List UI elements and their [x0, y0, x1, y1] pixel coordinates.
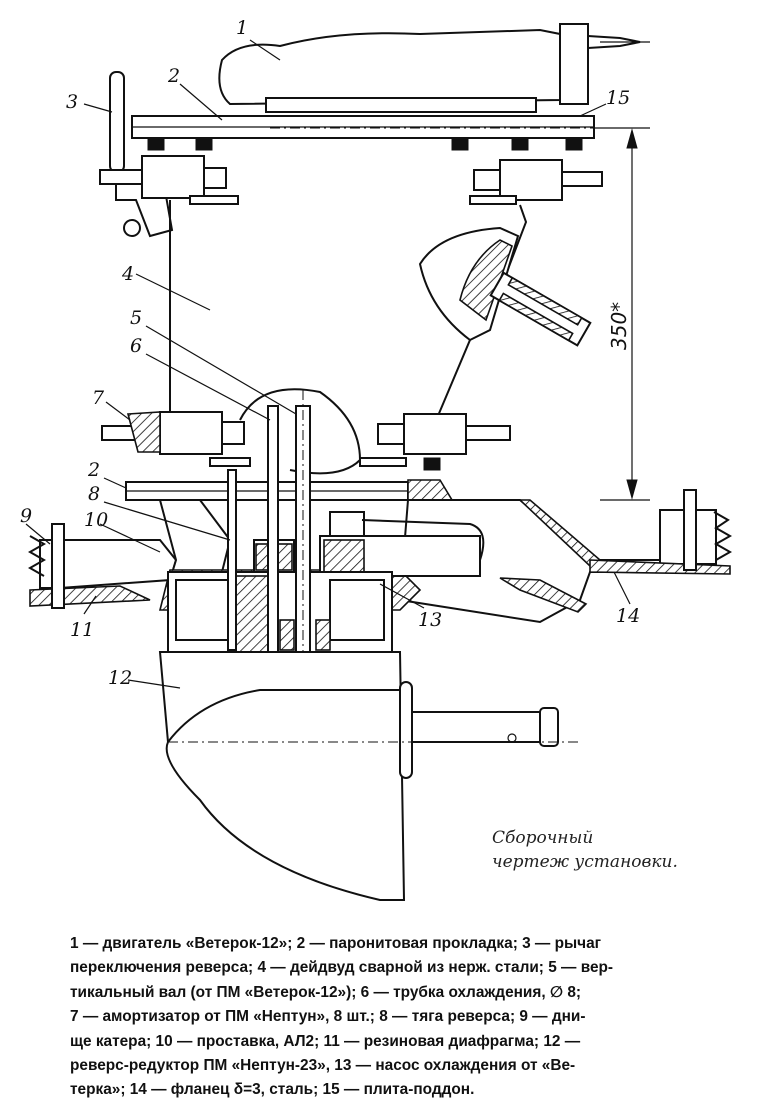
part-label-8: 8 — [88, 483, 100, 505]
part-label-2-top: 2 — [167, 65, 180, 87]
part-label-5: 5 — [130, 307, 142, 329]
part-label-10: 10 — [84, 509, 108, 531]
legend-line: терка»; 14 — фланец δ=3, сталь; 15 — пли… — [70, 1081, 475, 1099]
part-labels: 1 2 3 15 4 5 6 7 2 8 9 10 11 13 14 12 35… — [20, 17, 640, 689]
part-label-11: 11 — [70, 619, 94, 641]
part-label-9: 9 — [20, 505, 32, 527]
vertical-shaft — [227, 390, 311, 660]
legend-line: переключения реверса; 4 — дейдвуд сварно… — [70, 959, 614, 977]
hull-frame-right — [398, 479, 733, 624]
part-label-12: 12 — [108, 667, 132, 689]
legend-line: тикальный вал (от ПМ «Ветерок-12»); 6 — … — [70, 983, 582, 1001]
reverse-lever — [109, 71, 174, 238]
legend-line: 1 — двигатель «Ветерок-12»; 2 — паронито… — [70, 935, 602, 952]
part-label-3: 3 — [66, 91, 78, 113]
legend-line: реверс-редуктор ПМ «Нептун-23», 13 — нас… — [70, 1057, 576, 1075]
upper-mount-left — [99, 137, 239, 205]
parts-legend: 1 — двигатель «Ветерок-12»; 2 — паронито… — [70, 932, 750, 1103]
part-label-2-bottom: 2 — [87, 459, 100, 481]
leader-lines — [25, 39, 631, 689]
part-label-15: 15 — [606, 87, 630, 109]
dimension-350 — [594, 127, 650, 501]
stern-tube — [169, 200, 592, 475]
part-label-1: 1 — [236, 17, 248, 39]
caption-line: Сборочный — [492, 828, 594, 848]
drawing-caption: Сборочный чертеж установки. — [492, 826, 722, 874]
engine-outline — [218, 23, 650, 113]
upper-mount-right — [451, 137, 603, 205]
reverse-gearbox — [158, 651, 580, 901]
dimension-label: 350* — [607, 302, 631, 350]
part-label-4: 4 — [121, 263, 134, 285]
lower-mount-left — [101, 411, 251, 467]
lower-mount-right — [359, 413, 511, 471]
part-label-14: 14 — [616, 605, 640, 627]
caption-line: чертеж установки. — [492, 852, 678, 872]
base-plate — [131, 115, 640, 139]
part-label-6: 6 — [130, 335, 142, 357]
legend-line: 7 — амортизатор от ПМ «Нептун», 8 шт.; 8… — [70, 1008, 586, 1026]
legend-line: ще катера; 10 — проставка, АЛ2; 11 — рез… — [70, 1032, 581, 1050]
assembly-drawing: 1 2 3 15 4 5 6 7 2 8 9 10 11 13 14 12 35… — [20, 17, 733, 901]
part-label-13: 13 — [418, 609, 442, 631]
part-label-7: 7 — [92, 387, 105, 409]
